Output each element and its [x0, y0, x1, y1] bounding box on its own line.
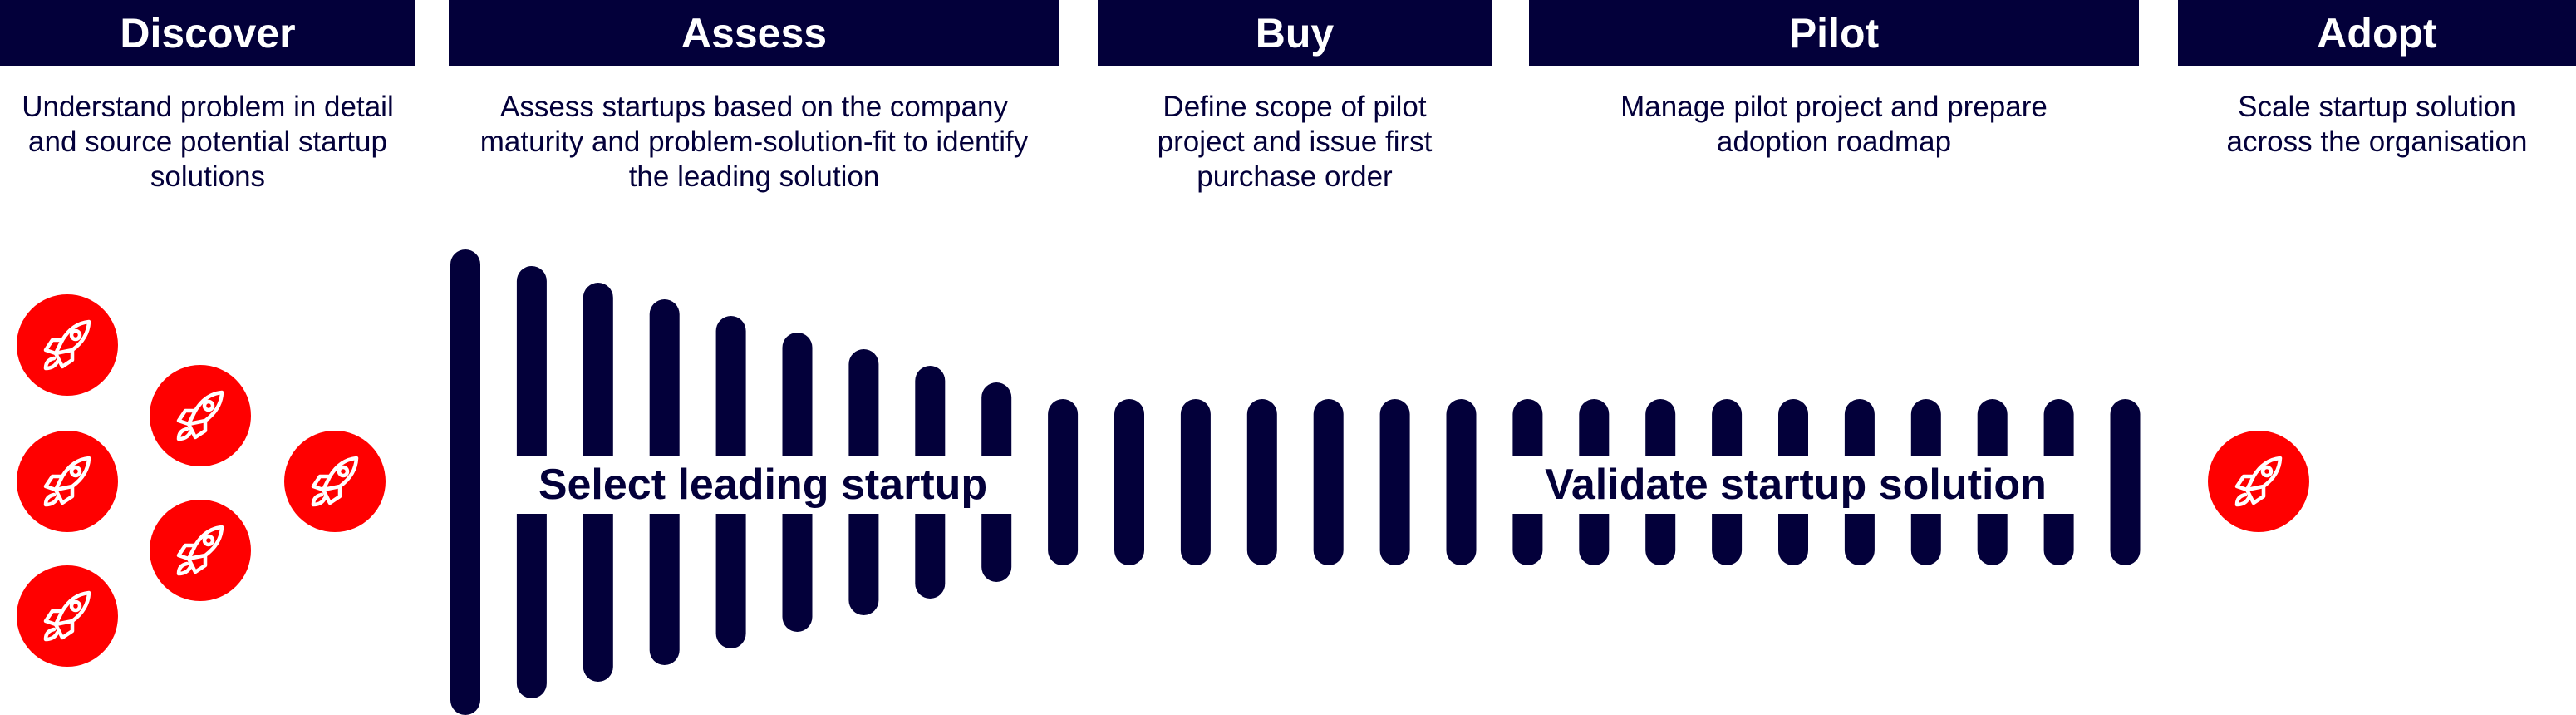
phase-header-assess: Assess [449, 0, 1059, 66]
phase-description-assess: Assess startups based on the company mat… [479, 91, 1029, 193]
funnel-bar [1313, 399, 1344, 565]
funnel-bar [1048, 399, 1079, 565]
funnel-bar [1180, 399, 1211, 565]
startup-rocket-icon [17, 431, 118, 532]
phase-header-discover: Discover [0, 0, 415, 66]
startup-rocket-icon [284, 431, 386, 532]
funnel-bar [1246, 399, 1277, 565]
validate-startup-solution-label: Validate startup solution [1508, 456, 2083, 514]
startup-rocket-icon [2208, 431, 2309, 532]
phase-header-pilot: Pilot [1529, 0, 2139, 66]
phase-description-discover: Understand problem in detail and source … [22, 91, 394, 193]
startup-rocket-icon [150, 365, 251, 466]
startup-rocket-icon [17, 294, 118, 396]
funnel-bar [450, 249, 480, 715]
funnel-bar [1379, 399, 1410, 565]
startup-rocket-icon [150, 500, 251, 601]
funnel-bar [1114, 399, 1144, 565]
funnel-bar [2110, 399, 2141, 565]
funnel-bar [1446, 399, 1477, 565]
select-leading-startup-label: Select leading startup [509, 456, 1016, 514]
phase-description-pilot: Manage pilot project and prepare adoptio… [1620, 91, 2048, 158]
phase-header-buy: Buy [1098, 0, 1492, 66]
startup-rocket-icon [17, 565, 118, 667]
phase-description-buy: Define scope of pilot project and issue … [1157, 91, 1433, 193]
phase-description-adopt: Scale startup solution across the organi… [2226, 91, 2528, 158]
phase-header-adopt: Adopt [2178, 0, 2576, 66]
